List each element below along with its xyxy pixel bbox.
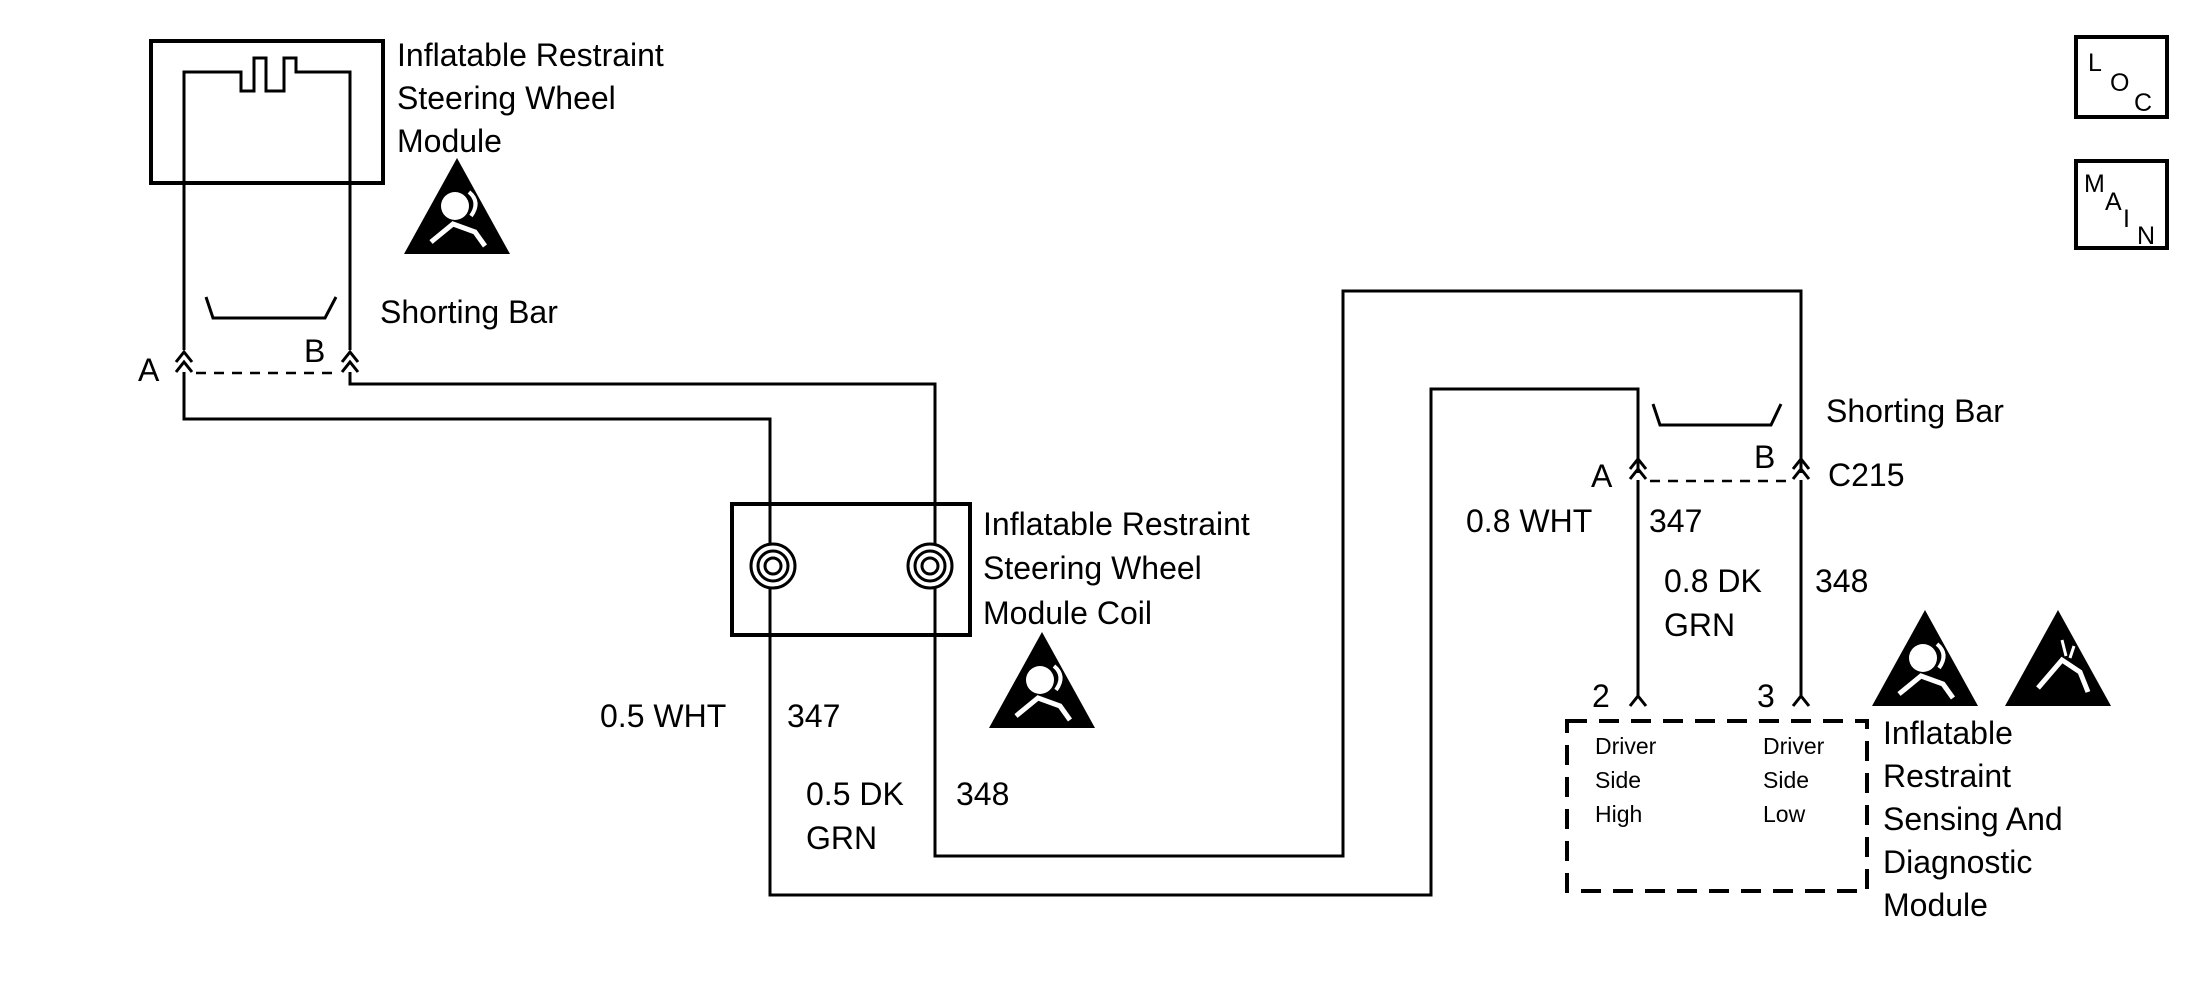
connector-upper-terminal-b: B	[304, 333, 325, 369]
airbag-warning-icon	[404, 158, 510, 254]
module-coil-label-line3: Module Coil	[983, 595, 1152, 631]
wire-347-upper-circuit: 347	[1649, 503, 1702, 539]
sdm-pin-low: 3	[1757, 678, 1775, 714]
sdm-pin-high: 2	[1592, 678, 1610, 714]
loc-letter-c: C	[2134, 89, 2152, 117]
wire-347-lower-circuit: 347	[787, 698, 840, 734]
coil-right-icon	[906, 542, 954, 590]
connector-upper-terminal-a: A	[138, 352, 160, 388]
main-letter-a: A	[2105, 188, 2122, 216]
sdm-label-line5: Module	[1883, 887, 1988, 923]
wire-348-upper-circuit: 348	[1815, 563, 1868, 599]
loc-icon[interactable]: L O C	[2074, 35, 2169, 119]
steering-wheel-module-label-line3: Module	[397, 123, 502, 159]
sdm-label-line2: Restraint	[1883, 758, 2011, 794]
loc-letter-o: O	[2110, 69, 2129, 97]
wire-347-lower-size-color: 0.5 WHT	[600, 698, 726, 734]
shorting-bar-label-lower: Shorting Bar	[1826, 393, 2004, 429]
wire-348-lower-circuit: 348	[956, 776, 1009, 812]
main-icon[interactable]: M A I N	[2074, 159, 2169, 250]
wire-348-lower-size-color-line1: 0.5 DK	[806, 776, 904, 812]
shorting-bar-label-upper: Shorting Bar	[380, 294, 558, 330]
connector-c215-name: C215	[1828, 457, 1905, 493]
sdm-label-line1: Inflatable	[1883, 715, 2013, 751]
airbag-warning-icon	[989, 632, 1095, 728]
module-coil-box	[730, 502, 972, 637]
wire-347-upper-size-color: 0.8 WHT	[1466, 503, 1592, 539]
module-coil-label-line2: Steering Wheel	[983, 550, 1202, 586]
sdm-low-line2: Side	[1763, 767, 1809, 793]
wire-348-lower-size-color-line2: GRN	[806, 820, 877, 856]
module-coil-label-line1: Inflatable Restraint	[983, 506, 1250, 542]
sdm-low-line1: Driver	[1763, 733, 1825, 759]
coil-left-icon	[749, 542, 797, 590]
main-letter-m: M	[2084, 170, 2105, 198]
airbag-warning-icon	[1872, 610, 1978, 706]
sdm-high-line1: Driver	[1595, 733, 1657, 759]
sdm-label-line3: Sensing And	[1883, 801, 2063, 837]
connector-c215-terminal-b: B	[1754, 439, 1775, 475]
sdm-high-line3: High	[1595, 801, 1642, 827]
wire-348-upper-size-color-line1: 0.8 DK	[1664, 563, 1762, 599]
sdm-label-line4: Diagnostic	[1883, 844, 2032, 880]
main-letter-n: N	[2137, 222, 2155, 250]
sdm-low-line3: Low	[1763, 801, 1806, 827]
sdm-high-line2: Side	[1595, 767, 1641, 793]
wire-348-upper-size-color-line2: GRN	[1664, 607, 1735, 643]
steering-wheel-module-label-line2: Steering Wheel	[397, 80, 616, 116]
loc-letter-l: L	[2088, 49, 2102, 77]
steering-wheel-module	[149, 39, 385, 185]
main-letter-i: I	[2123, 205, 2130, 233]
sdm-box	[1565, 719, 1869, 893]
esd-warning-icon	[2005, 610, 2111, 706]
connector-c215-terminal-a: A	[1591, 458, 1613, 494]
steering-wheel-module-label-line1: Inflatable Restraint	[397, 37, 664, 73]
